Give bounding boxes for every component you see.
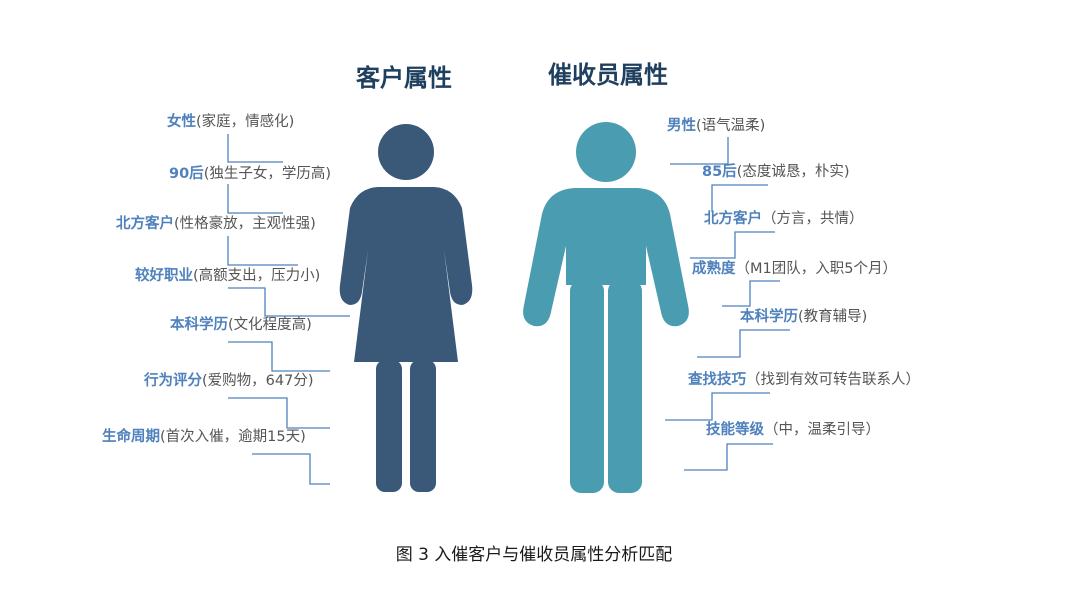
customer-heading: 客户属性 <box>356 64 452 92</box>
collector-heading: 催收员属性 <box>548 61 668 89</box>
collector-attr-1: 男性(语气温柔) <box>667 117 765 135</box>
attr-detail: （找到有效可转告联系人） <box>746 372 920 388</box>
collector-connector-7 <box>684 443 773 471</box>
collector-attr-6: 查找技巧（找到有效可转告联系人） <box>688 371 920 389</box>
collector-connector-1 <box>670 137 729 165</box>
attr-key: 较好职业 <box>135 268 193 284</box>
attr-key: 本科学历 <box>170 317 228 333</box>
figure-caption: 图 3 入催客户与催收员属性分析匹配 <box>395 545 673 565</box>
attr-key: 技能等级 <box>706 422 764 438</box>
attr-key: 北方客户 <box>704 211 762 227</box>
customer-connector-4 <box>228 287 350 317</box>
collector-attr-3: 北方客户（方言，共情） <box>704 210 864 228</box>
attr-detail: (态度诚恳，朴实) <box>736 164 850 180</box>
customer-attr-2: 90后(独生子女，学历高) <box>169 165 359 183</box>
collector-connector-6 <box>665 392 770 421</box>
customer-connector-1 <box>227 134 283 163</box>
attr-key: 行为评分 <box>144 373 202 389</box>
customer-attr-5: 本科学历(文化程度高) <box>170 316 340 334</box>
customer-attr-6: 行为评分(爱购物，647分) <box>144 372 330 390</box>
attr-key: 生命周期 <box>102 429 160 445</box>
female-figure-icon <box>339 124 473 492</box>
customer-attr-3: 北方客户(性格豪放，主观性强) <box>116 215 352 233</box>
attr-detail: (教育辅导) <box>798 309 868 325</box>
attr-key: 北方客户 <box>116 216 174 232</box>
collector-attr-4: 成熟度（M1团队，入职5个月） <box>692 260 897 278</box>
attr-detail: (爱购物，647分) <box>202 373 314 389</box>
attr-detail: (家庭，情感化) <box>196 114 295 130</box>
customer-connector-2 <box>227 184 283 214</box>
customer-attr-7: 生命周期(首次入催，逾期15天) <box>102 428 330 446</box>
attr-key: 查找技巧 <box>688 372 746 388</box>
attr-key: 成熟度 <box>692 261 736 277</box>
attr-detail: （方言，共情） <box>762 211 864 227</box>
collector-connector-2 <box>711 184 768 212</box>
collector-connector-3 <box>690 231 775 259</box>
attr-detail: （M1团队，入职5个月） <box>735 261 897 277</box>
attr-detail: （中，温柔引导） <box>764 422 880 438</box>
attr-key: 男性 <box>667 118 696 134</box>
attr-detail: (独生子女，学历高) <box>203 166 332 182</box>
attr-key: 90后 <box>169 166 204 182</box>
customer-attr-4: 较好职业(高额支出，压力小) <box>135 267 352 285</box>
attr-detail: (性格豪放，主观性强) <box>174 216 316 232</box>
collector-attr-2: 85后(态度诚恳，朴实) <box>702 163 850 181</box>
attr-key: 女性 <box>167 114 196 130</box>
attr-detail: (语气温柔) <box>696 118 766 134</box>
attr-key: 85后 <box>702 164 737 180</box>
collector-attr-5: 本科学历(教育辅导) <box>740 308 867 326</box>
collector-connector-4 <box>722 280 780 307</box>
customer-connector-6 <box>228 397 330 429</box>
male-figure-icon <box>523 122 689 493</box>
attr-detail: (首次入催，逾期15天) <box>160 429 306 445</box>
attr-key: 本科学历 <box>740 309 798 325</box>
customer-attr-1: 女性(家庭，情感化) <box>167 113 337 131</box>
attr-detail: (文化程度高) <box>228 317 312 333</box>
customer-connector-5 <box>228 341 330 372</box>
customer-connector-3 <box>227 236 298 266</box>
collector-attr-7: 技能等级（中，温柔引导） <box>706 421 880 439</box>
collector-connector-5 <box>697 329 790 358</box>
attr-detail: (高额支出，压力小) <box>193 268 321 284</box>
customer-connector-7 <box>252 453 330 485</box>
